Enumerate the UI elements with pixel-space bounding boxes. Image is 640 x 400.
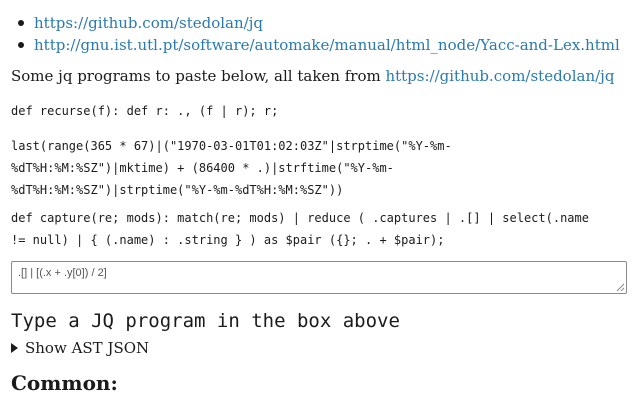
reference-links-list: https://github.com/stedolan/jq http://gn… [18,12,620,56]
show-ast-json-toggle[interactable]: Show AST JSON [11,338,149,358]
disclosure-triangle-icon [11,342,18,353]
yacc-lex-manual-link[interactable]: http://gnu.ist.utl.pt/software/automake/… [34,36,620,54]
intro-jq-link[interactable]: https://github.com/stedolan/jq [385,67,615,85]
common-section-heading: Common: [11,371,118,395]
list-item: https://github.com/stedolan/jq [18,12,620,34]
code-example-capture: def capture(re; mods): match(re; mods) |… [11,211,589,247]
code-example-recurse: def recurse(f): def r: ., (f | r); r; [11,104,279,118]
status-heading: Type a JQ program in the box above [11,310,400,332]
list-item: http://gnu.ist.utl.pt/software/automake/… [18,34,620,56]
jq-program-input[interactable] [11,261,627,294]
jq-github-link[interactable]: https://github.com/stedolan/jq [34,14,263,32]
intro-paragraph: Some jq programs to paste below, all tak… [11,66,614,86]
code-example-dates: last(range(365 * 67)|("1970-03-01T01:02:… [11,139,452,197]
show-ast-json-label: Show AST JSON [25,339,150,357]
resize-grip-icon[interactable] [616,283,625,292]
intro-text: Some jq programs to paste below, all tak… [11,67,386,85]
